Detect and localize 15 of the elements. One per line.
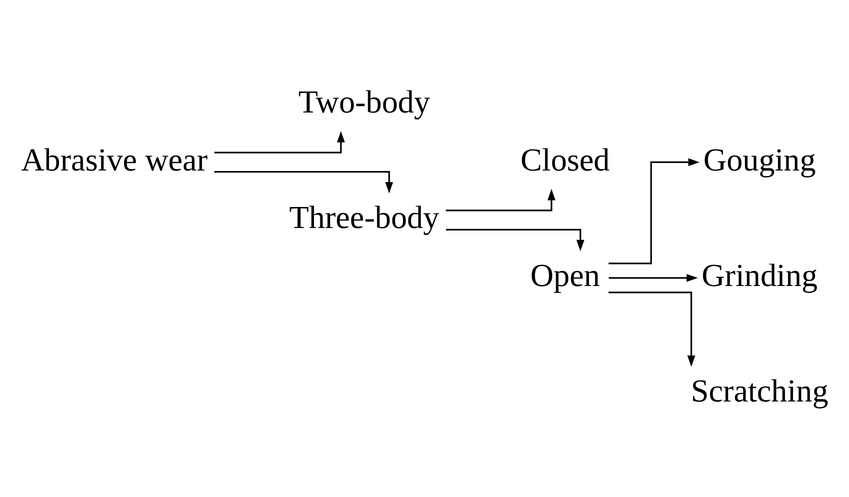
node-text: Abrasive wear bbox=[21, 140, 208, 177]
arrow bbox=[214, 170, 394, 193]
arrow bbox=[608, 291, 696, 366]
arrow bbox=[446, 228, 584, 251]
node-text: Two-body bbox=[298, 82, 430, 119]
node-text: Grinding bbox=[702, 256, 818, 292]
arrow bbox=[608, 273, 698, 282]
node-text: Gouging bbox=[703, 140, 816, 177]
arrow bbox=[446, 188, 556, 211]
node-text: Scratching bbox=[690, 372, 828, 408]
arrow bbox=[214, 130, 345, 153]
arrow bbox=[608, 158, 700, 264]
node-text: Three-body bbox=[289, 198, 440, 235]
node-text: Closed bbox=[520, 140, 610, 177]
node-text: Open bbox=[530, 256, 600, 292]
